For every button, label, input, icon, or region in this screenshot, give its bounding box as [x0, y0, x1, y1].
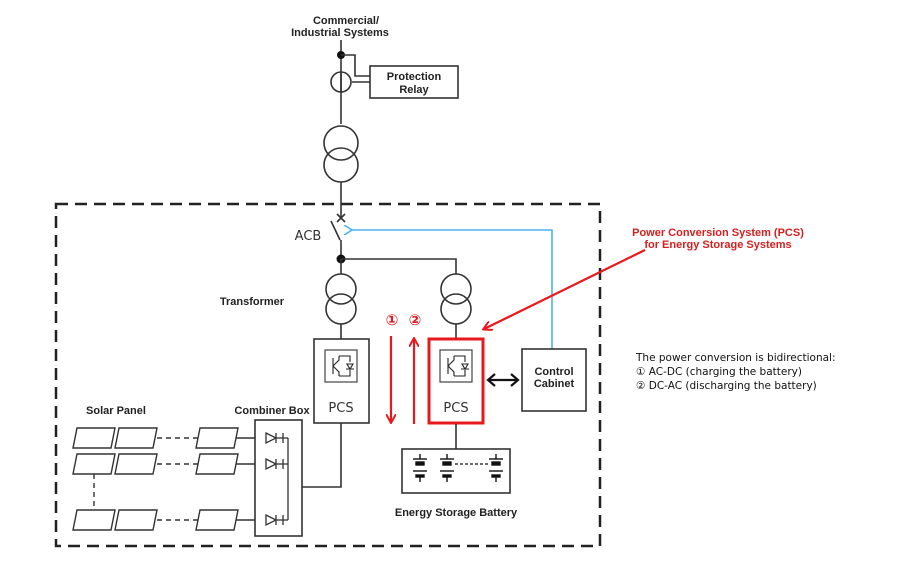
solar-panel-label: Solar Panel: [86, 405, 146, 417]
control-cabinet-label1: Control: [534, 366, 573, 378]
control-signal-line: [352, 230, 553, 385]
callout-line1: Power Conversion System (PCS): [632, 227, 804, 239]
energy-storage-battery: [401, 448, 511, 494]
flow-marker-1: ①: [386, 311, 399, 329]
solar-panel-array: [72, 427, 239, 531]
grid-label-line2: Industrial Systems: [291, 27, 389, 39]
solar-string-wires: [93, 437, 266, 521]
note-line2: ① AC-DC (charging the battery): [636, 366, 802, 378]
system-boundary: [54, 202, 602, 548]
pcs-right-label: PCS: [443, 401, 468, 416]
bus-line: [341, 258, 457, 274]
ess-transformer-icon: [440, 273, 472, 325]
relay-wire-upper: [341, 54, 370, 77]
protection-relay: Protection Relay: [369, 65, 459, 99]
ess-pcs-box: PCS: [427, 337, 485, 425]
flow-marker-2: ②: [409, 311, 422, 329]
bidirectional-comm-arrow: [486, 373, 520, 387]
transformer-label: Transformer: [220, 296, 285, 308]
acb-breaker-icon: [330, 213, 346, 260]
main-transformer-icon: [323, 125, 359, 183]
combiner-box: [254, 419, 303, 537]
callout-line2: for Energy Storage Systems: [644, 239, 791, 251]
control-cabinet-label2: Cabinet: [534, 378, 575, 390]
note-line1: The power conversion is bidirectional:: [635, 352, 836, 364]
protection-relay-label1: Protection: [387, 71, 442, 83]
protection-relay-label2: Relay: [399, 84, 429, 96]
note-line3: ② DC-AC (discharging the battery): [636, 380, 817, 392]
pcs-left-label: PCS: [328, 401, 353, 416]
battery-label: Energy Storage Battery: [395, 507, 518, 519]
callout-arrow: [484, 249, 646, 329]
pv-pcs-box: PCS: [313, 338, 370, 424]
igbt-icon: [447, 355, 469, 377]
grid-label-line1: Commercial/: [313, 15, 379, 27]
combiner-box-label: Combiner Box: [234, 405, 310, 417]
acb-label: ACB: [295, 229, 322, 244]
pv-transformer-icon: [325, 273, 357, 325]
pcs-to-combiner-wire: [288, 423, 342, 488]
control-cabinet: Control Cabinet: [521, 348, 587, 412]
igbt-icon: [332, 355, 354, 377]
